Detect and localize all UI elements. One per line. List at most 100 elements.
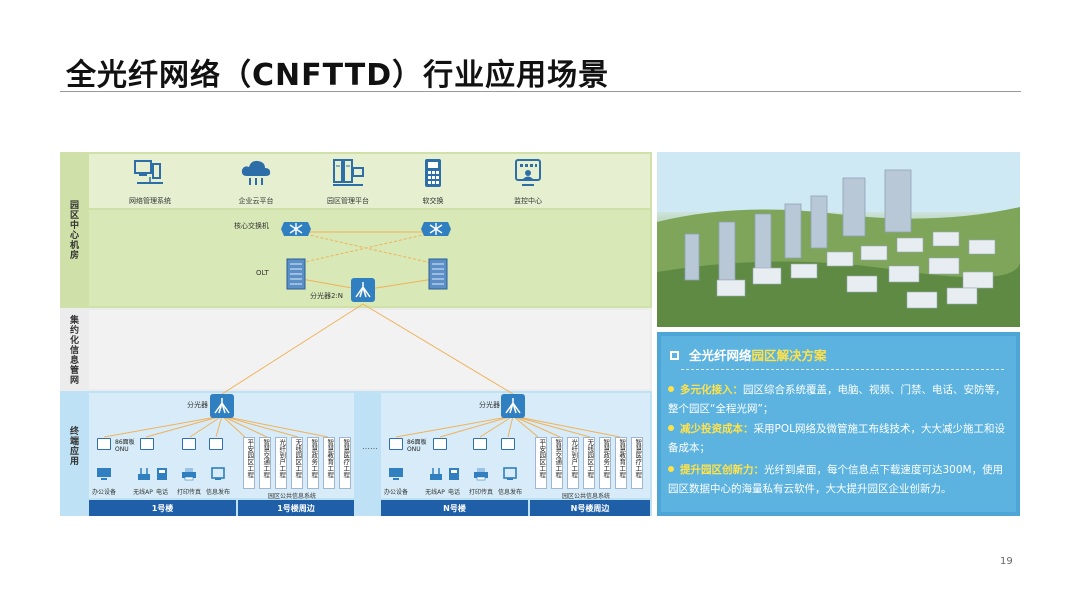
core-switch-icon bbox=[421, 222, 451, 236]
engineering-item: 智慧教育工程 bbox=[615, 437, 627, 489]
bullet-item: 减少投资成本：采用POL网络及微管施工布线技术，大大减少施工和设备成本； bbox=[668, 420, 1013, 458]
engineering-item: 平安园区工程 bbox=[243, 437, 255, 489]
bullet-key: 减少投资成本： bbox=[680, 423, 754, 435]
onu-label-panel: 86面板 bbox=[407, 439, 427, 446]
service-label: 软交换 bbox=[422, 197, 444, 205]
phone-icon bbox=[157, 468, 167, 480]
square-bullet-icon bbox=[670, 351, 679, 360]
heading-highlight: 园区解决方案 bbox=[751, 348, 827, 363]
onu-device bbox=[501, 438, 515, 450]
ellipsis: …… bbox=[362, 442, 378, 451]
wireless-ap-icon bbox=[430, 468, 442, 480]
bullet-key: 多元化接入： bbox=[680, 384, 743, 396]
bullet-item: 提升园区创新力：光纤到桌面，每个信息点下载速度可达300M，使用园区数据中心的海… bbox=[668, 461, 1013, 499]
band-label-terminal: 终端应用 bbox=[68, 426, 78, 466]
engineering-item: 智慧政务工程 bbox=[307, 437, 319, 489]
onu-device bbox=[140, 438, 154, 450]
olt-label: OLT bbox=[256, 269, 269, 277]
heading-prefix: 全光纤网络 bbox=[689, 348, 752, 363]
printer-icon bbox=[182, 468, 196, 481]
info-display-icon bbox=[503, 467, 517, 480]
terminal-label: 打印传真 bbox=[176, 489, 201, 496]
bullet-text: 光纤到桌面，每个信息点下载速度可达300M，使用园区数据中心的海量私有云软件，大… bbox=[668, 464, 1004, 495]
footer-building-1-surroundings: 1号楼周边 bbox=[238, 500, 354, 516]
engineering-item: 智慧教育工程 bbox=[323, 437, 335, 489]
engineering-item: 无线园区工程 bbox=[291, 437, 303, 489]
footer-building-1: 1号楼 bbox=[89, 500, 236, 516]
core-switch-icon bbox=[281, 222, 311, 236]
engineering-item: 无线园区工程 bbox=[583, 437, 595, 489]
core-switch-label: 核心交换机 bbox=[234, 222, 269, 230]
onu-device bbox=[97, 438, 111, 450]
park-aerial-photo bbox=[657, 152, 1020, 327]
service-label: 园区管理平台 bbox=[327, 197, 369, 205]
network-diagram: 园区中心机房 集约化信息管网 终端应用 bbox=[60, 152, 652, 516]
bullet-key: 提升园区创新力： bbox=[680, 464, 764, 476]
splitter-icon bbox=[501, 394, 525, 418]
olt-icon bbox=[286, 258, 306, 290]
bullet-dot-icon bbox=[668, 386, 674, 392]
terminal-label: 无线AP bbox=[133, 489, 153, 496]
services-row bbox=[89, 154, 650, 208]
service-park-management: 园区管理平台 bbox=[306, 158, 390, 206]
public-system-label: 园区公共信息系统 bbox=[562, 493, 611, 500]
service-label: 监控中心 bbox=[514, 197, 542, 205]
cloud-icon bbox=[241, 160, 271, 185]
olt-icon bbox=[428, 258, 448, 290]
office-device-icon bbox=[389, 468, 403, 480]
service-monitoring-center: 监控中心 bbox=[486, 158, 570, 206]
bullet-text: 园区综合系统覆盖，电脑、视频、门禁、电话、安防等，整个园区“全程光网”； bbox=[668, 384, 1006, 415]
terminal-label: 办公设备 bbox=[91, 489, 116, 496]
terminal-label: 电话 bbox=[447, 489, 460, 496]
terminal-label: 打印传真 bbox=[468, 489, 493, 496]
computer-network-icon bbox=[134, 160, 163, 184]
monitor-icon bbox=[515, 159, 541, 186]
service-network-management: 网络管理系统 bbox=[108, 158, 192, 206]
onu-device bbox=[209, 438, 223, 450]
bullet-text: 采用POL网络及微管施工布线技术，大大减少施工和设备成本； bbox=[668, 423, 1005, 454]
phone-icon bbox=[425, 159, 441, 187]
onu-device bbox=[182, 438, 196, 450]
bullet-item: 多元化接入：园区综合系统覆盖，电脑、视频、门禁、电话、安防等，整个园区“全程光网… bbox=[668, 381, 1013, 419]
terminal-label: 电话 bbox=[155, 489, 168, 496]
onu-label: ONU bbox=[407, 446, 421, 453]
band-label-aggregation: 集约化信息管网 bbox=[68, 314, 78, 385]
service-enterprise-cloud: 企业云平台 bbox=[214, 158, 298, 206]
aggregation-area bbox=[89, 310, 650, 389]
service-softswitch: 软交换 bbox=[391, 158, 475, 206]
info-display-icon bbox=[211, 467, 225, 480]
footer-building-n-surroundings: N号楼周边 bbox=[530, 500, 650, 516]
solution-panel-inner bbox=[661, 336, 1016, 512]
title-divider bbox=[60, 91, 1021, 92]
onu-device bbox=[433, 438, 447, 450]
band-label-center: 园区中心机房 bbox=[68, 200, 78, 260]
footer-building-n: N号楼 bbox=[381, 500, 528, 516]
service-label: 企业云平台 bbox=[238, 197, 274, 205]
office-device-icon bbox=[97, 468, 111, 480]
heading-divider bbox=[681, 369, 1004, 370]
splitter-label: 分光器 bbox=[187, 401, 208, 409]
splitter-main-label: 分光器2:N bbox=[310, 292, 344, 300]
onu-label: ONU bbox=[115, 446, 129, 453]
phone-icon bbox=[449, 468, 459, 480]
server-icon bbox=[333, 159, 364, 186]
printer-icon bbox=[474, 468, 488, 481]
engineering-item: 平安园区工程 bbox=[535, 437, 547, 489]
park-illustration bbox=[657, 152, 1020, 327]
engineering-item: 光纤到户工程 bbox=[275, 437, 287, 489]
onu-label-panel: 86面板 bbox=[115, 439, 135, 446]
engineering-item: 智慧医疗工程 bbox=[631, 437, 643, 489]
bullet-dot-icon bbox=[668, 425, 674, 431]
splitter-icon bbox=[210, 394, 234, 418]
engineering-item: 智慧政务工程 bbox=[599, 437, 611, 489]
onu-device bbox=[389, 438, 403, 450]
terminal-label: 信息发布 bbox=[497, 489, 522, 496]
bullet-dot-icon bbox=[668, 466, 674, 472]
terminal-label: 办公设备 bbox=[383, 489, 408, 496]
service-label: 网络管理系统 bbox=[129, 197, 171, 205]
page-number: 19 bbox=[1000, 556, 1013, 567]
splitter-label: 分光器 bbox=[479, 401, 500, 409]
engineering-item: 智慧交通工程 bbox=[551, 437, 563, 489]
wireless-ap-icon bbox=[138, 468, 150, 480]
terminal-label: 信息发布 bbox=[205, 489, 230, 496]
